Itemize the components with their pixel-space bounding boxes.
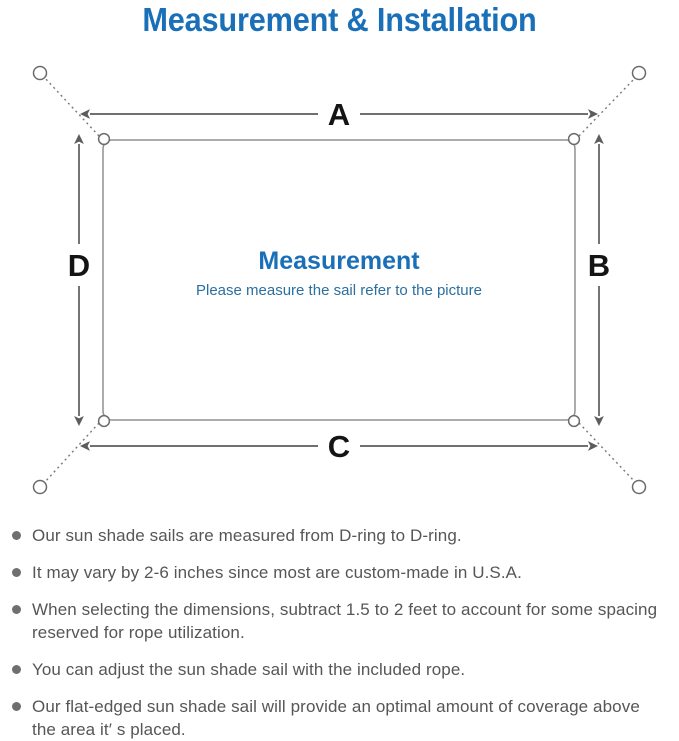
bullet-icon xyxy=(12,665,21,674)
dimension-arrow-d: D xyxy=(68,134,90,426)
d-ring-icon-bottom-left xyxy=(97,414,111,428)
note-text: Our sun shade sails are measured from D-… xyxy=(32,526,462,545)
d-rings xyxy=(97,132,581,428)
dimension-label-a: A xyxy=(328,97,350,132)
d-ring-icon-bottom-right xyxy=(567,414,581,428)
notes-list: Our sun shade sails are measured from D-… xyxy=(0,524,679,741)
note-text: Our flat-edged sun shade sail will provi… xyxy=(32,697,640,739)
note-text: You can adjust the sun shade sail with t… xyxy=(32,660,466,679)
list-item: Our flat-edged sun shade sail will provi… xyxy=(0,695,679,741)
dimension-arrow-a: A xyxy=(80,97,598,132)
diagram-center-subtitle: Please measure the sail refer to the pic… xyxy=(196,282,482,299)
anchor-points xyxy=(32,65,647,495)
sail-measurement-diagram: A C D B Measurement Please me xyxy=(0,48,679,513)
list-item: When selecting the dimensions, subtract … xyxy=(0,598,679,644)
note-text: When selecting the dimensions, subtract … xyxy=(32,600,658,642)
d-ring-icon-top-left xyxy=(97,132,111,146)
note-text: It may vary by 2-6 inches since most are… xyxy=(32,563,522,582)
rope-bottom-right xyxy=(578,422,637,484)
anchor-point-icon-bottom-right xyxy=(631,479,647,495)
diagram-center-title: Measurement xyxy=(258,247,420,275)
rope-bottom-left xyxy=(43,422,100,484)
list-item: It may vary by 2-6 inches since most are… xyxy=(0,561,679,584)
rope-top-left xyxy=(43,76,100,137)
page-title: Measurement & Installation xyxy=(142,1,537,38)
dimension-label-d: D xyxy=(68,248,90,283)
shade-sail-rectangle xyxy=(102,139,576,421)
dimension-label-c: C xyxy=(328,429,350,464)
dimension-label-b: B xyxy=(588,248,610,283)
anchor-point-icon-top-left xyxy=(32,65,48,81)
bullet-icon xyxy=(12,702,21,711)
anchor-point-icon-top-right xyxy=(631,65,647,81)
dimension-arrow-c: C xyxy=(80,429,598,464)
bullet-icon xyxy=(12,568,21,577)
bullet-icon xyxy=(12,531,21,540)
list-item: You can adjust the sun shade sail with t… xyxy=(0,658,679,681)
rope-top-right xyxy=(578,76,637,137)
dimension-arrow-b: B xyxy=(588,134,610,426)
d-ring-icon-top-right xyxy=(567,132,581,146)
bullet-icon xyxy=(12,605,21,614)
list-item: Our sun shade sails are measured from D-… xyxy=(0,524,679,547)
anchor-point-icon-bottom-left xyxy=(32,479,48,495)
